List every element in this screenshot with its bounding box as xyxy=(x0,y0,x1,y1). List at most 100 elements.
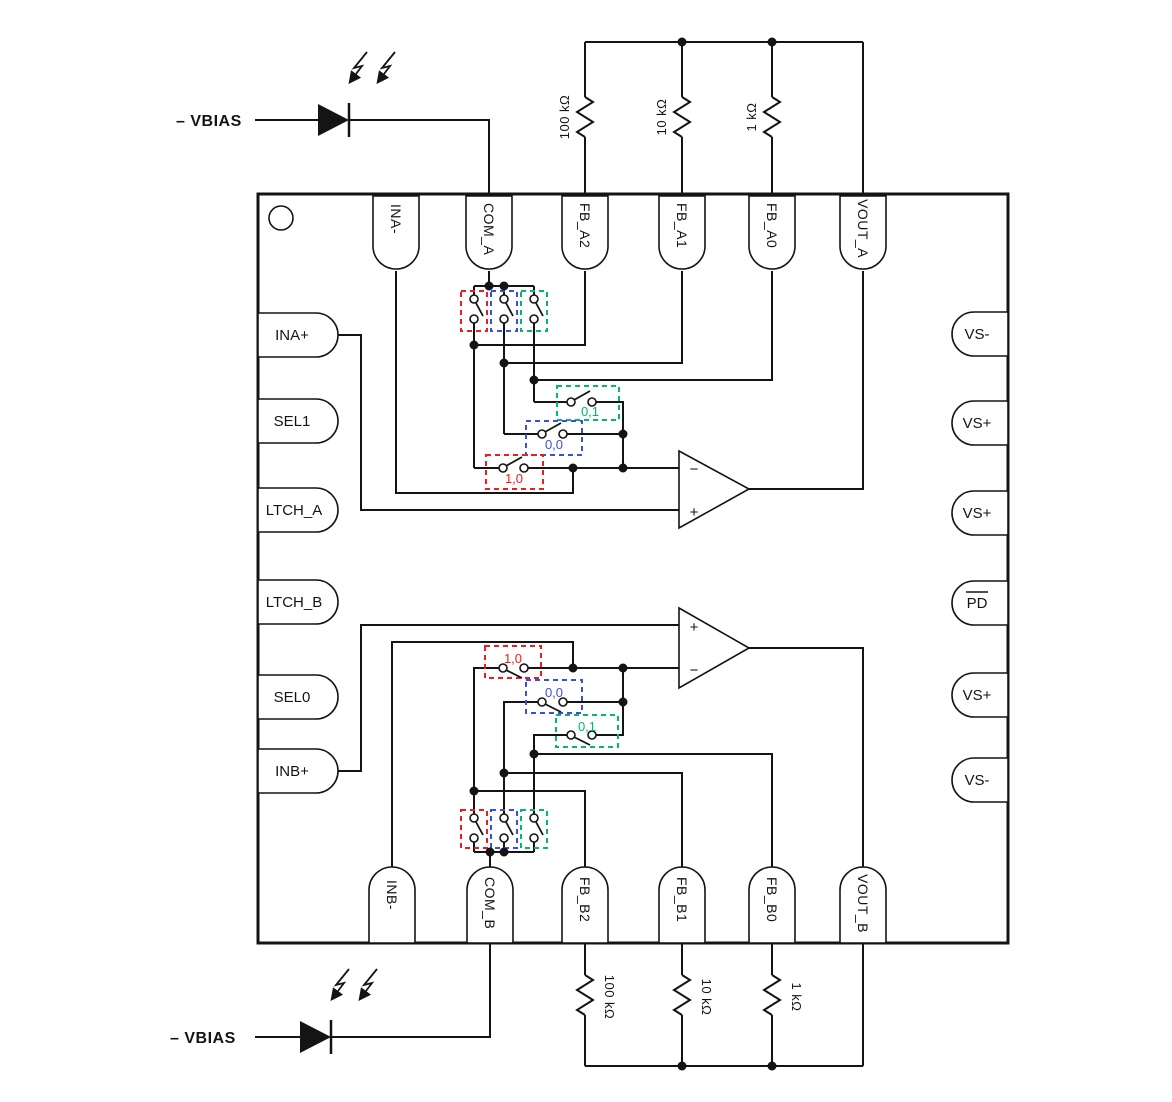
opamp-b-triangle xyxy=(678,606,751,690)
pin-shape xyxy=(658,866,706,944)
switch-contact xyxy=(529,813,539,823)
gain-b-green-box xyxy=(555,714,619,748)
pin-label: COM_A xyxy=(481,203,497,255)
junction-dot xyxy=(767,1061,777,1071)
pin-shape xyxy=(951,757,1009,803)
pin-label: COM_B xyxy=(482,877,498,929)
pin-top-fb-a1: FB_A1 xyxy=(658,195,706,270)
pin-label: INB- xyxy=(384,880,400,910)
pin-label: FB_A2 xyxy=(577,203,593,248)
junction-dot xyxy=(677,37,687,47)
pin-bottom-fb-b1: FB_B1 xyxy=(658,866,706,944)
junction-dot xyxy=(618,463,628,473)
switch-lever xyxy=(505,669,523,679)
switch-contact xyxy=(587,730,597,740)
gain-switch-b-blue: 0,0 xyxy=(525,679,583,714)
junction-dot xyxy=(529,749,539,759)
bank-a-green-box xyxy=(520,290,548,332)
feedback-network-a: 100 kΩ 10 kΩ 1 kΩ xyxy=(557,37,864,194)
gain-a-green-box xyxy=(556,385,620,421)
pin-label: INB+ xyxy=(275,763,309,780)
switch-contact xyxy=(469,294,479,304)
switch-contact xyxy=(469,813,479,823)
junction-dot xyxy=(499,281,509,291)
pin-label: PD xyxy=(967,595,988,612)
pin-shape xyxy=(951,400,1009,446)
junction-dot xyxy=(499,768,509,778)
pin-label: INA+ xyxy=(275,327,309,344)
pin-top-com-a: COM_A xyxy=(465,195,513,270)
switch-contact xyxy=(498,463,508,473)
pin-top-ina-minus: INA- xyxy=(372,195,420,270)
switch-contact xyxy=(587,397,597,407)
junction-dot xyxy=(618,697,628,707)
pin-right-vs-minus-2: VS- xyxy=(951,757,1009,803)
pin-bottom-com-b: COM_B xyxy=(466,866,514,944)
junction-dot xyxy=(529,375,539,385)
junction-dot xyxy=(499,358,509,368)
pin-shape xyxy=(372,195,420,270)
pin1-indicator xyxy=(268,205,294,231)
junction-dot xyxy=(618,663,628,673)
diode-a-triangle xyxy=(318,104,349,136)
junction-dot xyxy=(469,340,479,350)
bias-b-wires xyxy=(255,943,491,1038)
junction-dot xyxy=(568,663,578,673)
pin-shape xyxy=(951,672,1009,718)
pin-bottom-fb-b0: FB_B0 xyxy=(748,866,796,944)
pin-shape xyxy=(257,487,339,533)
pin-bottom-vout-b: VOUT_B xyxy=(839,866,887,944)
resistor-label-100k-a: 100 kΩ xyxy=(557,95,572,140)
light-ray-icon xyxy=(330,968,350,1002)
pin-label: VOUT_A xyxy=(855,199,871,258)
pin-right-vs-minus-1: VS- xyxy=(951,311,1009,357)
switch-contact xyxy=(499,833,509,843)
resistor-label-10k-b: 10 kΩ xyxy=(699,979,714,1016)
bias-a-wiring: – VBIAS xyxy=(176,51,490,194)
switch-lever xyxy=(475,302,544,317)
switch-contact xyxy=(566,730,576,740)
pin-label: VS+ xyxy=(963,415,992,432)
switch-contact xyxy=(537,429,547,439)
opamp-b: + − xyxy=(678,606,751,690)
channel-a-wires xyxy=(338,271,864,511)
pin-shape xyxy=(748,195,796,270)
junction-dots xyxy=(469,281,628,857)
gain-b-red-box xyxy=(484,645,542,679)
pin-shape xyxy=(748,866,796,944)
light-ray-icon xyxy=(348,51,368,85)
bank-a-red-box xyxy=(460,290,488,332)
junction-dot xyxy=(469,786,479,796)
switch-contact xyxy=(519,663,529,673)
pin-right-vs-plus-3: VS+ xyxy=(951,672,1009,718)
pin-top-vout-a: VOUT_A xyxy=(839,195,887,270)
ic-outline xyxy=(256,192,1010,945)
junction-dot xyxy=(499,847,509,857)
gain-switch-b-red: 1,0 xyxy=(484,645,542,679)
pin-shape xyxy=(561,866,609,944)
pin-shape xyxy=(257,748,339,794)
diode-b-triangle xyxy=(300,1021,331,1053)
opamp-b-noninverting-sign: + xyxy=(690,619,699,636)
switch-contact xyxy=(566,397,576,407)
gain-switch-a-green: 0,1 xyxy=(556,385,620,421)
pin-label: INA- xyxy=(388,204,404,234)
pin-label: VS- xyxy=(964,772,989,789)
junction-dot xyxy=(484,281,494,291)
resistor-zigzags-top xyxy=(575,96,782,138)
gain-b-blue-box xyxy=(525,679,583,714)
light-ray-icon xyxy=(376,51,396,85)
switch-contact xyxy=(499,314,509,324)
pin-bottom-inb-minus: INB- xyxy=(368,866,416,944)
pin-shape xyxy=(561,195,609,270)
junction-dot xyxy=(677,1061,687,1071)
switch-lever xyxy=(544,422,562,433)
pin-label: VOUT_B xyxy=(855,874,871,933)
pin-label: FB_B2 xyxy=(577,877,593,922)
gain-switch-a-blue: 0,0 xyxy=(525,420,583,456)
gain-switch-a-red: 1,0 xyxy=(485,454,544,490)
pin-left-ltch-b: LTCH_B xyxy=(257,579,339,625)
resistor-label-1k-b: 1 kΩ xyxy=(789,982,804,1011)
junction-dot xyxy=(568,463,578,473)
switch-contact xyxy=(469,833,479,843)
